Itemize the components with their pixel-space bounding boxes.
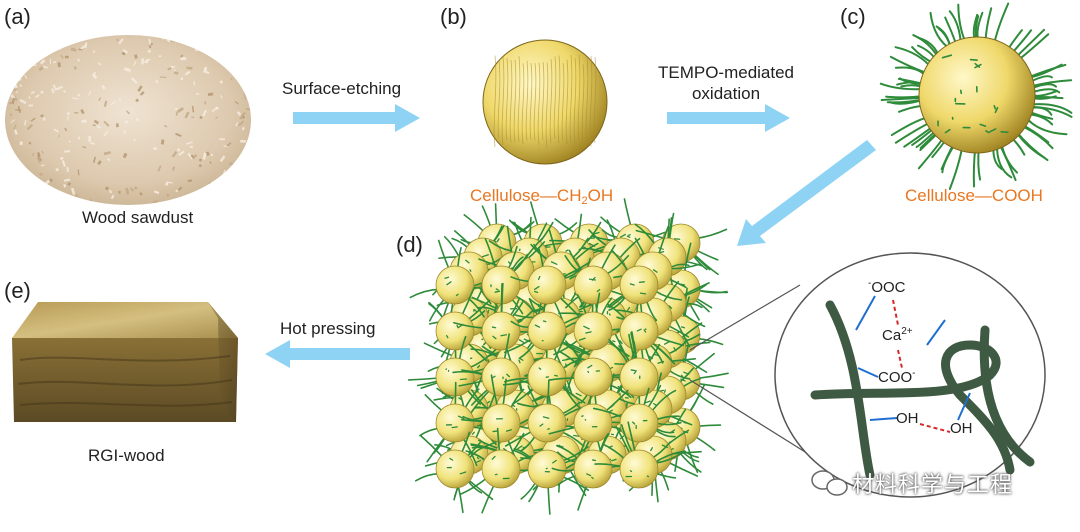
panel-label-d: (d) [396,232,423,257]
cellulose-ch2oh-suffix: OH [587,186,614,205]
coo-text: COO [878,369,913,386]
arrow-hot-pressing [265,340,410,368]
arrow-surface-etching [293,104,420,132]
panel-label-c: (c) [840,4,866,29]
caption-wood-sawdust: Wood sawdust [82,208,194,227]
panel-label-e: (e) [4,278,31,303]
coo-charge: - [912,368,916,379]
panel-label-a: (a) [4,4,31,29]
rgi-wood-block [12,302,238,422]
ooc-charge: - [868,278,872,289]
step-tempo-line2: oxidation [691,84,761,103]
cellulose-ch2oh-prefix: Cellulose—CH [470,186,582,205]
zoom-inset [774,252,1046,498]
bond-label-coo: COO- [878,368,916,386]
cellulose-sphere [482,39,608,165]
ca-charge: 2+ [901,326,913,337]
caption-rgi-wood: RGI-wood [88,446,165,465]
cellulose-ch2oh-sub: 2 [581,195,588,207]
label-cellulose-cooh: Cellulose—COOH [905,186,1043,205]
wood-sawdust-image [5,35,251,205]
magnification-connector [689,284,811,456]
assembled-sphere-cube [407,198,729,515]
ca-text: Ca [882,327,902,344]
step-hot-pressing: Hot pressing [280,319,376,338]
step-tempo-oxidation: TEMPO-mediated oxidation [641,62,811,104]
arrow-tempo-oxidation [667,104,790,132]
watermark-text: 材料科学与工程 [852,472,1014,497]
bond-label-ca: Ca2+ [882,326,913,344]
ooc-text: OOC [871,279,906,296]
wechat-icon [811,470,848,496]
bond-label-oh-right: OH [950,420,973,437]
label-cellulose-ch2oh: Cellulose—CH2OH [470,186,613,207]
step-tempo-line1: TEMPO-mediated [657,63,795,82]
bond-label-oh-left: OH [896,410,919,427]
arrow-assembly [737,140,876,246]
panel-label-b: (b) [440,4,467,29]
carboxylated-cellulose-sphere [879,2,1073,190]
bond-label-ooc: -OOC [868,278,906,296]
step-surface-etching: Surface-etching [282,79,402,98]
